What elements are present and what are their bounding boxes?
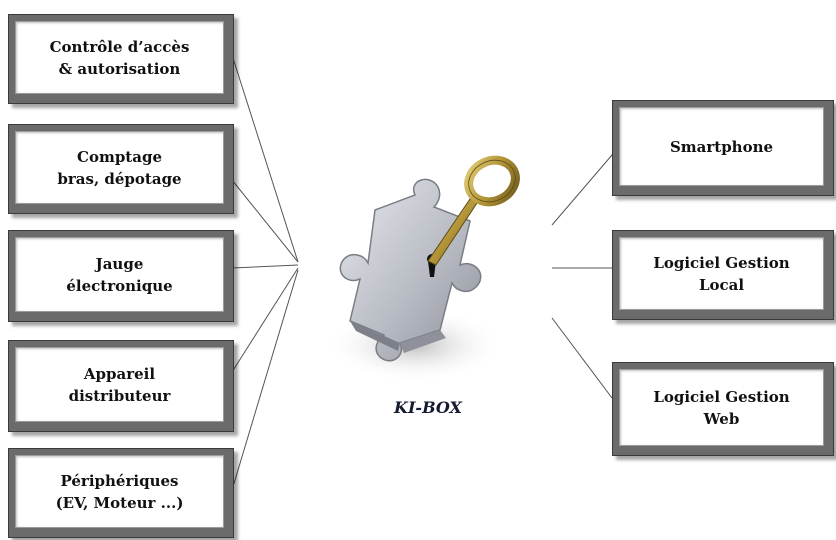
connector-right-3: [551, 317, 613, 399]
box-label: Comptage bras, dépotage: [57, 147, 182, 188]
box-label: Smartphone: [669, 137, 774, 156]
connector-left-2: [231, 179, 299, 263]
box-access-control: Contrôle d’accès & autorisation: [8, 14, 234, 104]
box-label: Appareil distributeur: [68, 364, 171, 405]
box-label: Logiciel Gestion Web: [653, 387, 790, 428]
connector-left-1: [231, 54, 299, 263]
connector-left-3: [231, 264, 299, 269]
box-label: Jauge électronique: [66, 254, 173, 295]
box-local-software: Logiciel Gestion Local: [612, 230, 834, 320]
puzzle-key-icon: [325, 155, 520, 383]
box-label: Périphériques (EV, Moteur ...): [55, 471, 184, 512]
box-peripherals: Périphériques (EV, Moteur ...): [8, 448, 234, 538]
box-counting: Comptage bras, dépotage: [8, 124, 234, 214]
box-label: Contrôle d’accès & autorisation: [49, 37, 190, 78]
box-label: Logiciel Gestion Local: [653, 253, 790, 294]
box-smartphone: Smartphone: [612, 100, 834, 196]
box-dispenser: Appareil distributeur: [8, 340, 234, 432]
box-gauge: Jauge électronique: [8, 230, 234, 322]
connector-left-4: [231, 267, 299, 373]
connector-left-5: [231, 269, 299, 491]
connector-right-1: [551, 147, 619, 226]
box-web-software: Logiciel Gestion Web: [612, 362, 834, 456]
hub-caption: KI-BOX: [394, 398, 462, 417]
